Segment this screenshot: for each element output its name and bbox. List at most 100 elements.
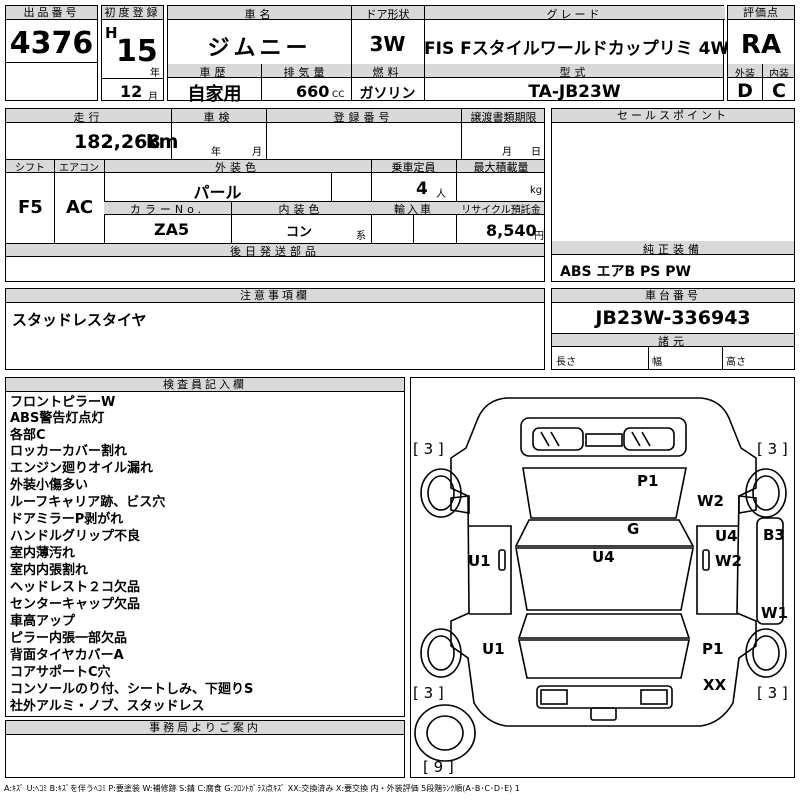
max-load-unit: kg	[530, 185, 543, 196]
damage-mark: XX	[703, 676, 727, 694]
max-load-label: 最大積載量	[473, 161, 529, 174]
height-label: 高さ	[726, 357, 746, 368]
inspector-note: エンジン廻りオイル漏れ	[10, 461, 154, 476]
chassis-label: 車台番号	[552, 289, 794, 303]
damage-mark: P1	[702, 640, 724, 658]
int-color-value: コン	[286, 225, 313, 240]
inspector-note: 外装小傷多い	[10, 478, 89, 493]
inspector-note: センターキャップ欠品	[10, 597, 141, 612]
month-unit: 月	[148, 92, 158, 103]
displacement-unit: CC	[332, 90, 345, 100]
caution-value: スタッドレスタイヤ	[12, 311, 147, 329]
color-no-label: カラーNo.	[129, 203, 206, 216]
transfer-deadline-label: 譲渡書類期限	[470, 111, 537, 124]
ac-label: エアコン	[59, 163, 99, 174]
specs-label: 諸元	[658, 335, 688, 348]
sales-point-label: セールスポイント	[552, 109, 794, 123]
fuel-value: ガソリン	[359, 86, 416, 102]
exterior-score: D	[737, 80, 753, 102]
inspector-note: ハンドルグリップ不良	[10, 529, 141, 544]
inspector-note: ヘッドレスト２コ欠品	[10, 580, 141, 595]
equipment-label: 純正装備	[643, 243, 703, 256]
sales-point-box: セールスポイント 純正装備 ABS エアB PS PW	[551, 108, 795, 282]
damage-mark: U1	[482, 640, 505, 658]
history-value: 自家用	[187, 84, 242, 105]
mileage-value: 182,268	[74, 131, 161, 153]
inspector-note: コンソールのり付、シートしみ、下廻りS	[10, 682, 254, 697]
car-name-label: 車名	[244, 8, 275, 21]
ext-color-label: 外装色	[215, 161, 260, 174]
inspector-note: 車高アップ	[10, 614, 76, 629]
shift-value: F5	[18, 197, 43, 218]
capacity-value: 4	[416, 179, 428, 199]
month-value: 12	[120, 82, 143, 101]
score-box: 評価点 RA 外装 内装 D C	[727, 5, 795, 102]
tire-front-left: [ 3 ]	[413, 440, 444, 458]
ext-color-value: パール	[193, 183, 242, 202]
caution-box: 注意事項欄 スタッドレスタイヤ	[5, 288, 545, 370]
history-label: 車歴	[199, 66, 230, 79]
first-registration-label: 初度登録	[102, 6, 163, 20]
lot-number-value: 4376	[9, 26, 94, 61]
caution-label: 注意事項欄	[6, 289, 544, 303]
tire-rear-left: [ 3 ]	[413, 684, 444, 702]
inspector-note: 室内内張割れ	[10, 563, 89, 578]
damage-mark: G	[627, 520, 640, 538]
capacity-unit: 人	[436, 189, 446, 200]
later-parts-label: 後日発送部品	[230, 245, 320, 258]
chassis-box: 車台番号 JB23W-336943 諸元 長さ 幅 高さ	[551, 288, 795, 370]
damage-mark: U4	[715, 527, 738, 545]
inspection-label: 車検	[203, 111, 234, 124]
damage-mark: W2	[697, 492, 724, 510]
inspector-box: 検査員記入欄 フロントピラーW ABS警告灯点灯 各部C ロッカーカバー割れ エ…	[5, 377, 405, 717]
inspector-note: 社外アルミ・ノブ、スタッドレス	[10, 699, 205, 714]
office-box: 事務局よりご案内	[5, 720, 405, 778]
legend-text: A:ｷｽﾞ U:ﾍｺﾐ B:ｷｽﾞを伴うﾍｺﾐ P:要塗装 W:補修跡 S:錆 …	[4, 784, 520, 793]
int-color-unit: 系	[356, 231, 366, 242]
damage-diagram-box: [ 3 ] [ 3 ] [ 3 ] [ 3 ] [ 9 ] P1 W2 G U4…	[410, 377, 795, 778]
mileage-unit: km	[146, 131, 179, 153]
year-unit: 年	[150, 68, 160, 79]
spare-tire: [ 9 ]	[423, 758, 454, 776]
inspector-note: 背面タイヤカバーA	[10, 648, 124, 663]
width-label: 幅	[652, 357, 662, 368]
specs-box: 走行 車検 登録番号 譲渡書類期限 182,268 km 年 月 月 日 シフト…	[5, 108, 545, 282]
score-label: 評価点	[728, 6, 794, 20]
shift-label: シフト	[15, 163, 45, 174]
transfer-day-unit: 日	[531, 147, 541, 158]
inspector-note: ドアミラーP剥がれ	[10, 512, 124, 527]
first-registration-box: 初度登録 H 15 年 12 月	[101, 5, 164, 103]
inspector-note: コアサポートC穴	[10, 665, 111, 680]
inspector-note: ABS警告灯点灯	[10, 411, 105, 426]
inspector-note: フロントピラーW	[10, 395, 116, 410]
reg-number-label: 登録番号	[333, 111, 394, 124]
mileage-label: 走行	[73, 111, 104, 124]
chassis-value: JB23W-336943	[595, 307, 751, 329]
tire-rear-right: [ 3 ]	[757, 684, 788, 702]
inspection-month-unit: 月	[252, 147, 262, 158]
damage-mark: U4	[592, 548, 615, 566]
ac-value: AC	[66, 197, 94, 218]
color-no-value: ZA5	[154, 220, 190, 239]
damage-mark: W1	[761, 604, 788, 622]
interior-score: C	[772, 80, 786, 102]
recycle-unit: 円	[534, 231, 544, 242]
model-value: TA-JB23W	[528, 82, 621, 102]
recycle-value: 8,540	[486, 221, 537, 240]
displacement-value: 660	[296, 82, 330, 101]
damage-mark: W2	[715, 552, 742, 570]
grade-label: グレード	[546, 8, 603, 21]
fuel-label: 燃料	[372, 66, 403, 79]
inspector-note: ルーフキャリア跡、ビス穴	[10, 495, 166, 510]
vehicle-row-box: 車名 ドア形状 グレード ジムニー 3W FIS Fスタイルワールドカップリミ …	[167, 5, 743, 105]
exterior-label: 外装	[735, 69, 755, 80]
era-letter: H	[105, 24, 118, 42]
inspector-label: 検査員記入欄	[6, 378, 404, 392]
recycle-label: リサイクル預託金	[461, 205, 541, 216]
car-name-value: ジムニー	[207, 36, 312, 61]
car-diagram	[414, 397, 787, 762]
damage-mark: P1	[637, 472, 659, 490]
model-label: 型式	[559, 66, 590, 79]
score-value: RA	[740, 30, 782, 60]
inspector-note: ピラー内張一部欠品	[10, 631, 128, 646]
